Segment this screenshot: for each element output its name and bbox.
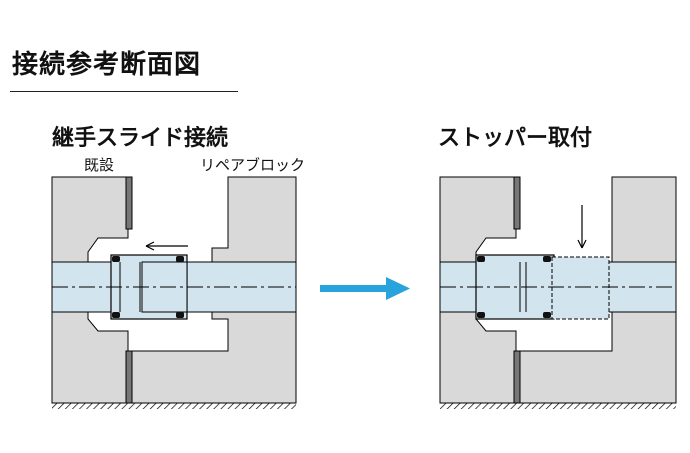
existing-seal-upper-right (513, 176, 521, 230)
oring-top-left-b (176, 256, 184, 262)
oring-bot-left-b (176, 312, 184, 318)
existing-seal-lower-right (513, 350, 521, 404)
label-repair-block: リペアブロック (200, 156, 306, 174)
right-panel-heading: ストッパー取付 (438, 126, 593, 151)
right-section (439, 176, 677, 409)
label-existing: 既設 (84, 156, 115, 174)
repair-block-right (519, 176, 677, 404)
ground-hatch-left (52, 403, 296, 409)
ground-hatch-right (440, 403, 676, 409)
oring-top-right-b (543, 256, 551, 262)
existing-seal-lower (125, 350, 133, 404)
existing-seal-upper (125, 176, 133, 230)
oring-top-right-a (477, 256, 485, 262)
flow-arrow (320, 277, 410, 300)
left-section (51, 176, 297, 409)
title-underline (10, 91, 238, 92)
left-panel-heading: 継手スライド接続 (52, 126, 229, 151)
page-title: 接続参考断面図 (12, 50, 202, 80)
oring-bot-left-a (112, 312, 120, 318)
stopper (551, 256, 610, 320)
oring-bot-right-a (477, 312, 485, 318)
oring-bot-right-b (543, 312, 551, 318)
oring-top-left-a (112, 256, 120, 262)
